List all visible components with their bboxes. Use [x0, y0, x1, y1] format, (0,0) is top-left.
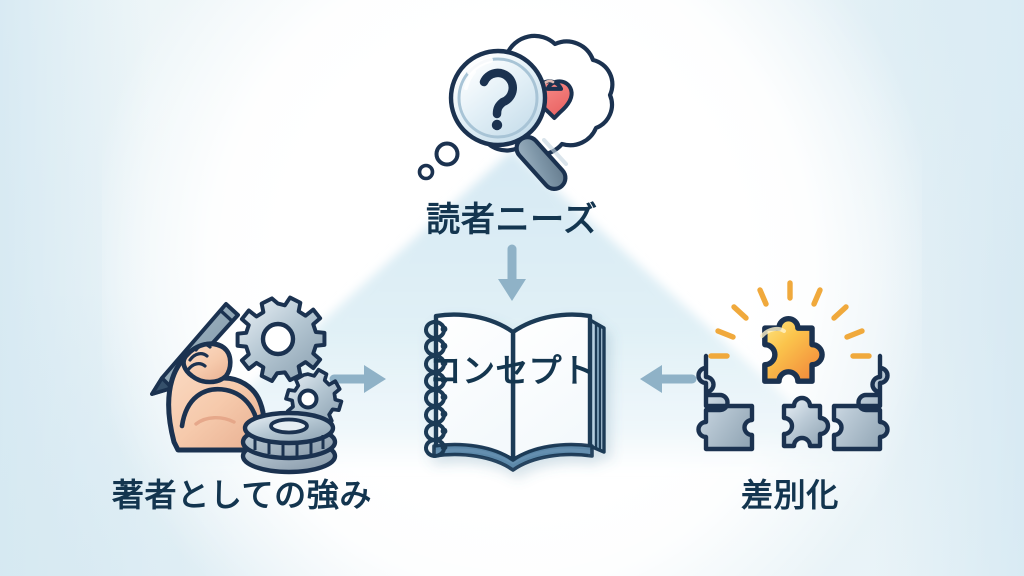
label-reader-needs: 読者ニーズ — [426, 201, 598, 239]
arrow-down-to-center — [496, 244, 528, 307]
icon-concept-notebook — [394, 296, 632, 480]
arrow-right-to-center — [329, 363, 392, 395]
arrow-left-to-center — [634, 363, 697, 395]
label-author-strength: 著者としての強み — [111, 477, 373, 513]
label-concept: コンセプト — [428, 352, 596, 389]
icon-reader-needs — [404, 28, 640, 203]
icon-author-strength — [148, 282, 344, 475]
label-differentiation: 差別化 — [741, 477, 839, 513]
icon-differentiation — [696, 280, 890, 460]
